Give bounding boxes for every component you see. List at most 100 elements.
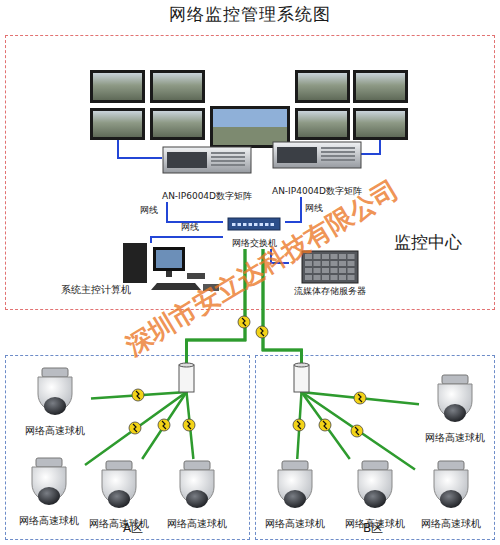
- cam-icon: [13, 456, 85, 510]
- pc-device: [203, 284, 219, 291]
- switch-port: [232, 223, 236, 226]
- server-panel: [277, 147, 317, 163]
- video-cable: [360, 140, 380, 154]
- monitor: [295, 108, 350, 140]
- device-label: 网络高速球机: [419, 433, 491, 443]
- device-label: 网络高速球机: [161, 519, 233, 529]
- monitor-frame: [90, 70, 145, 103]
- server-vent: [211, 152, 245, 154]
- zone-box: B区网络高速球机网络高速球机网络高速球机网络高速球机: [255, 355, 495, 540]
- video-cable: [118, 140, 162, 158]
- camera-cap: [442, 375, 468, 384]
- drive-bay: [331, 275, 338, 280]
- server-chassis: [163, 147, 251, 173]
- dome-camera: 网络高速球机: [83, 459, 155, 529]
- zone-box: A区网络高速球机网络高速球机网络高速球机网络高速球机: [5, 355, 250, 540]
- camera-dome: [440, 490, 462, 508]
- monitor: [150, 108, 205, 140]
- device-label: 网络高速球机: [339, 519, 411, 529]
- camera-dome: [444, 404, 466, 422]
- surge-bolt: [355, 427, 359, 435]
- device-label: AN-IP6004D数字矩阵: [151, 192, 263, 202]
- dome-camera: 网络高速球机: [339, 459, 411, 529]
- surge-bolt: [133, 424, 137, 432]
- drive-bay: [314, 261, 321, 266]
- surge-protector: [158, 419, 170, 431]
- junction-top: [294, 363, 309, 367]
- server-vent: [321, 155, 355, 157]
- surge-protector: [354, 392, 366, 404]
- network-cable: [167, 202, 223, 222]
- drive-bay: [305, 268, 312, 273]
- monitor-frame: [295, 70, 350, 103]
- monitor-frame: [353, 70, 408, 103]
- network-cable: [271, 249, 289, 263]
- switch-port: [243, 223, 247, 226]
- drive-bay: [339, 254, 346, 259]
- drive-bay: [348, 254, 355, 259]
- device-label: 网络高速球机: [83, 519, 155, 529]
- dome-camera: 网络高速球机: [13, 456, 85, 526]
- cable-label: 网线: [140, 206, 158, 216]
- camera-cable: [263, 249, 302, 459]
- drive-bay: [314, 254, 321, 259]
- drive-bay: [305, 275, 312, 280]
- surge-protector: [132, 389, 144, 401]
- device-label: 网络交换机: [223, 239, 285, 249]
- network-cable: [285, 197, 301, 222]
- region-label: 监控中心: [394, 233, 462, 252]
- device-label: 流媒体存储服务器: [289, 287, 371, 297]
- cam-icon: [19, 366, 91, 420]
- drive-bay: [339, 268, 346, 273]
- dome-camera: 网络高速球机: [161, 459, 233, 529]
- switch-port: [238, 223, 242, 226]
- monitor-screen: [298, 73, 347, 100]
- host-computer: 系统主控计算机: [61, 243, 221, 295]
- pc-screen: [156, 250, 182, 268]
- server-panel: [167, 152, 207, 168]
- storage-chassis: [302, 251, 358, 283]
- matrix-icon: [263, 139, 371, 173]
- camera-cable: [187, 249, 246, 459]
- surge-disc: [256, 326, 268, 338]
- surge-bolt: [297, 421, 301, 429]
- monitor-frame: [353, 108, 408, 140]
- matrix-icon: [151, 144, 263, 178]
- junction-box: [179, 363, 194, 392]
- network-switch: 网络交换机: [223, 215, 285, 249]
- camera-cap: [36, 458, 62, 467]
- device-label: 网络高速球机: [415, 519, 487, 529]
- camera-cable: [91, 249, 245, 399]
- surge-bolt: [136, 391, 140, 399]
- server-vent: [321, 159, 355, 161]
- surge-bolt: [187, 421, 191, 429]
- monitor: [90, 70, 145, 103]
- camera-cap: [438, 461, 464, 470]
- drive-bay: [305, 254, 312, 259]
- server-vent: [211, 156, 245, 158]
- drive-bay: [331, 268, 338, 273]
- surge-protector: [293, 419, 305, 431]
- camera-dome: [108, 490, 130, 508]
- camera-cable: [263, 249, 419, 404]
- cam-icon: [419, 373, 491, 427]
- drive-bay: [348, 261, 355, 266]
- server-chassis: [273, 142, 361, 168]
- pc-stand: [166, 271, 172, 277]
- monitor-screen: [93, 111, 142, 137]
- camera-cap: [42, 368, 68, 377]
- drive-bay: [314, 275, 321, 280]
- pc-keyboard: [151, 283, 201, 290]
- surge-bolt: [358, 394, 362, 402]
- surge-disc: [354, 392, 366, 404]
- switch-icon: [223, 215, 285, 235]
- monitor-screen: [356, 111, 405, 137]
- surge-disc: [132, 389, 144, 401]
- region-box: 监控中心AN-IP6004D数字矩阵AN-IP4004D数字矩阵网络交换机系统主…: [5, 35, 495, 310]
- junction-top: [179, 363, 194, 367]
- switch-port: [249, 223, 253, 226]
- cable-label: 网线: [181, 223, 199, 233]
